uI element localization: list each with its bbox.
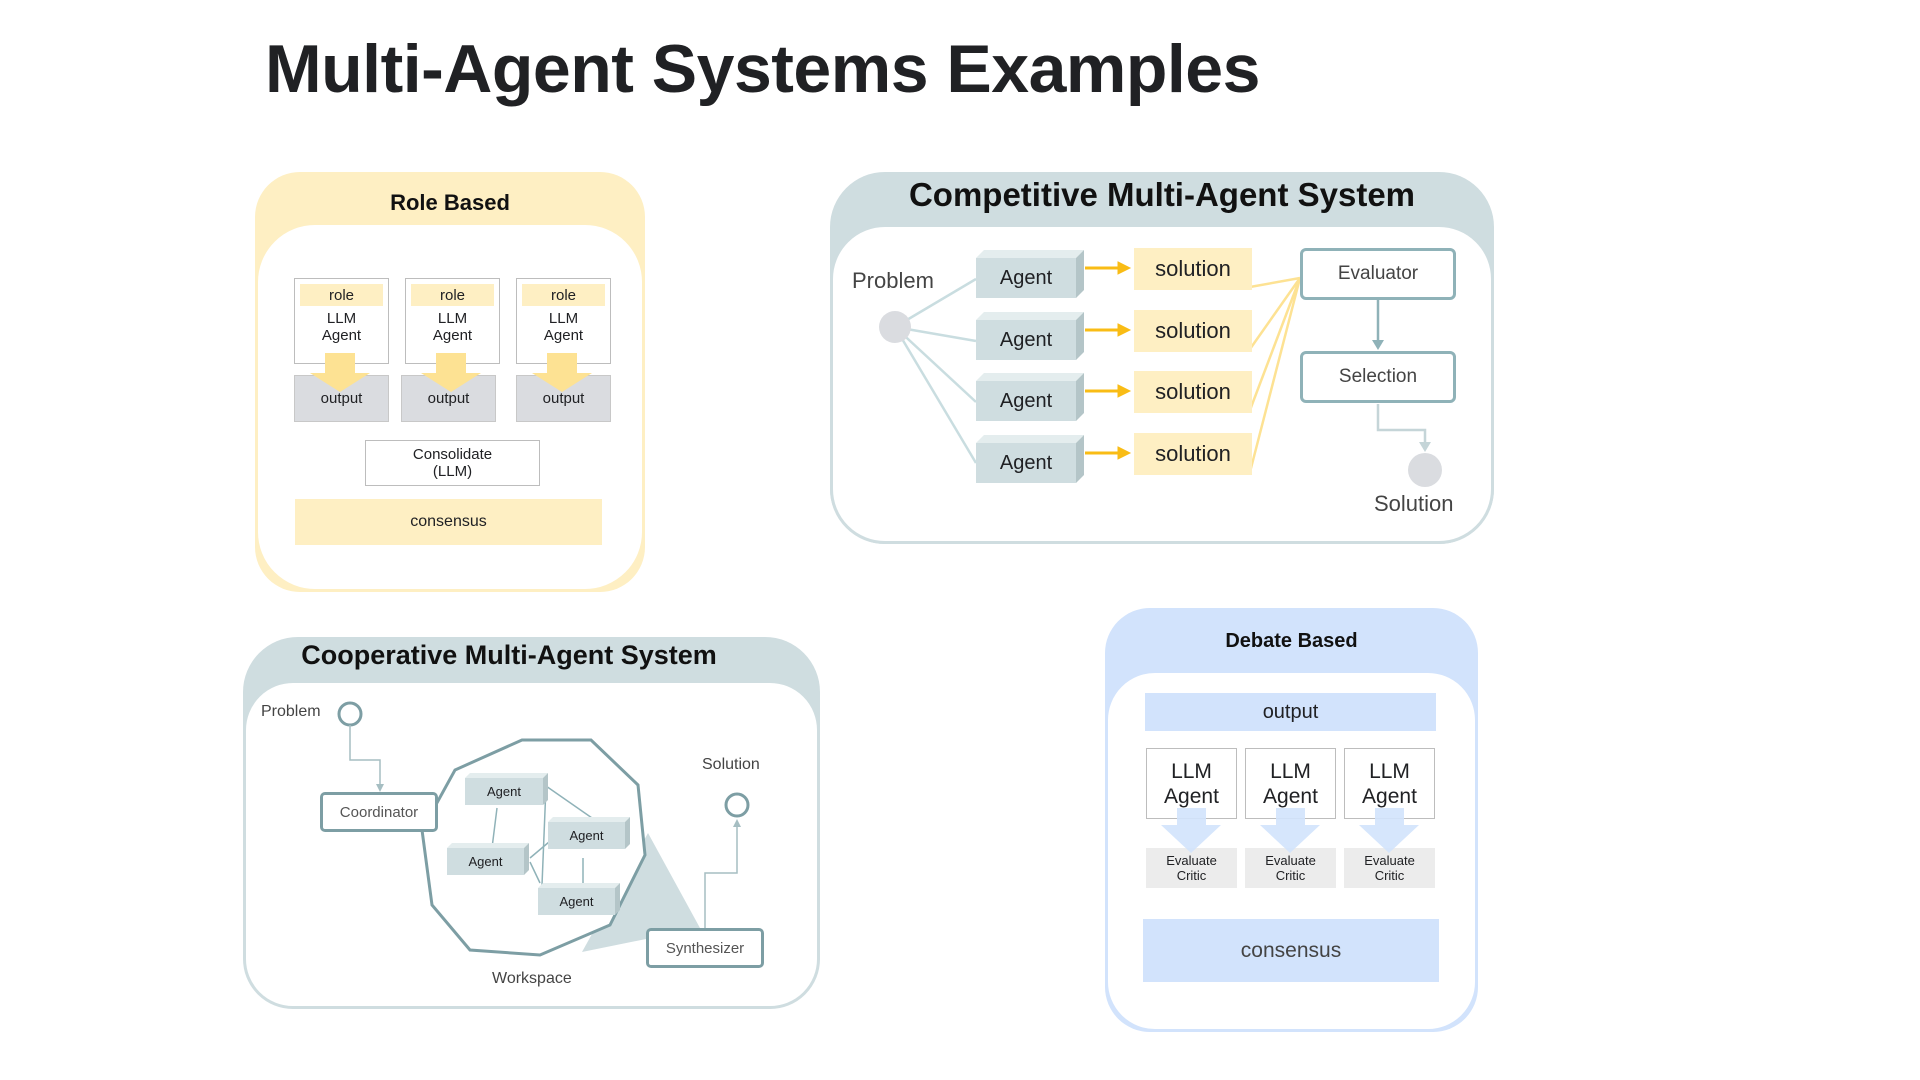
role-label: role [300,284,383,306]
llm-agent-label: LLM Agent [432,310,473,344]
llm-agent-card: LLM Agent [1344,748,1435,819]
solution-node [1408,453,1442,487]
page-title: Multi-Agent Systems Examples [265,31,1260,107]
synthesizer-box: Synthesizer [646,928,764,968]
agent-block: Agent [538,888,615,915]
output-box: output [516,375,611,422]
role-based-title: Role Based [390,190,510,215]
agent-block: Agent [548,822,625,849]
role-label: role [411,284,494,306]
debate-title: Debate Based [1225,630,1358,652]
solution-label: Solution [702,756,760,773]
llm-agent-card: LLM Agent [1146,748,1237,819]
problem-label: Problem [852,268,934,293]
consensus-box: consensus [295,499,602,545]
solution-box: solution [1134,310,1252,352]
llm-agent-card: LLM Agent [1245,748,1336,819]
consensus-box: consensus [1143,919,1439,982]
cooperative-title: Cooperative Multi-Agent System [301,640,717,670]
llm-agent-label: LLM Agent [543,310,584,344]
critic-box: Evaluate Critic [1245,848,1336,888]
critic-box: Evaluate Critic [1344,848,1435,888]
role-label: role [522,284,605,306]
agent-block: Agent [447,848,524,875]
evaluator-box: Evaluator [1300,248,1456,300]
output-bar: output [1145,693,1436,731]
competitive-title: Competitive Multi-Agent System [908,176,1416,213]
solution-box: solution [1134,433,1252,475]
problem-label: Problem [261,703,321,720]
solution-box: solution [1134,371,1252,413]
problem-node [879,311,911,343]
agent-block: Agent [976,320,1076,360]
workspace-label: Workspace [492,970,572,987]
llm-agent-label: LLM Agent [321,310,362,344]
consolidate-box: Consolidate (LLM) [365,440,540,486]
agent-block: Agent [976,443,1076,483]
solution-label: Solution [1374,491,1454,516]
output-box: output [401,375,496,422]
coordinator-box: Coordinator [320,792,438,832]
agent-block: Agent [465,778,543,805]
critic-box: Evaluate Critic [1146,848,1237,888]
solution-box: solution [1134,248,1252,290]
agent-block: Agent [976,258,1076,298]
selection-box: Selection [1300,351,1456,403]
output-box: output [294,375,389,422]
agent-block: Agent [976,381,1076,421]
